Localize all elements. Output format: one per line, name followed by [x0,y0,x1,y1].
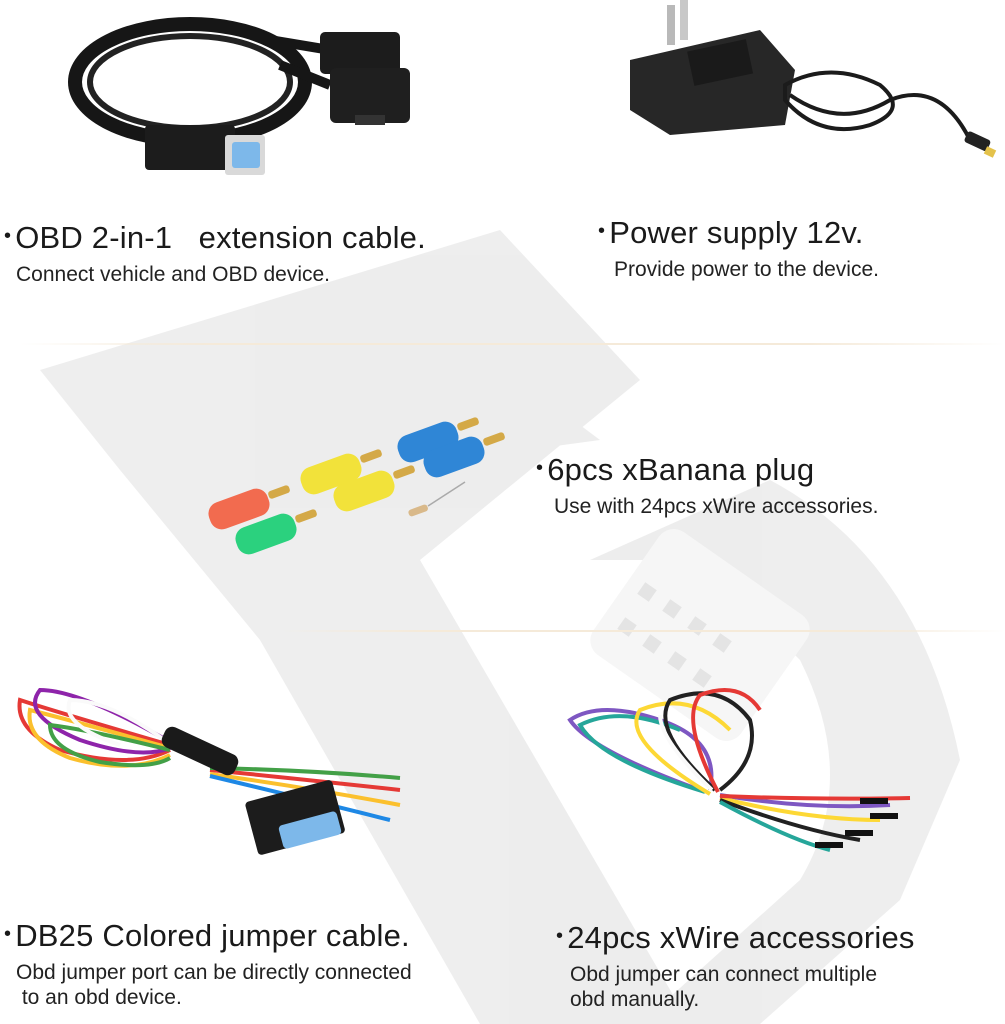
item-title: •Power supply 12v. [598,215,864,250]
item-title: •DB25 Colored jumper cable. [4,918,410,953]
item-description: Provide power to the device. [614,258,879,281]
item-description: Connect vehicle and OBD device. [16,263,331,286]
bullet-icon: • [536,457,544,479]
section-divider [280,630,1005,632]
item-title: •24pcs xWire accessories [556,920,915,955]
db25-jumper-cable-icon [17,687,401,855]
bullet-icon: • [556,925,564,947]
xwire-bundle-icon [567,688,911,852]
item-title: •6pcs xBanana plug [536,452,815,487]
item-description: Obd jumper port can be directly connecte… [16,961,412,1009]
banana-plugs-icon [208,417,505,555]
power-adapter-icon [630,0,997,158]
section-divider [20,343,1005,345]
item-title: •OBD 2-in-1 extension cable. [4,220,426,255]
bullet-icon: • [4,923,12,945]
item-power-supply: •Power supply 12v. Provide power to the … [598,213,879,282]
item-description: Use with 24pcs xWire accessories. [554,495,879,518]
item-db25-jumper-cable: •DB25 Colored jumper cable. Obd jumper p… [4,916,412,1010]
bullet-icon: • [598,220,606,242]
item-obd-extension-cable: •OBD 2-in-1 extension cable. Connect veh… [4,218,426,287]
bullet-icon: • [4,225,12,247]
obd-extension-cable-icon [68,17,410,175]
item-banana-plug: •6pcs xBanana plug Use with 24pcs xWire … [536,450,878,519]
item-xwire-accessories: •24pcs xWire accessories Obd jumper can … [556,918,915,1012]
